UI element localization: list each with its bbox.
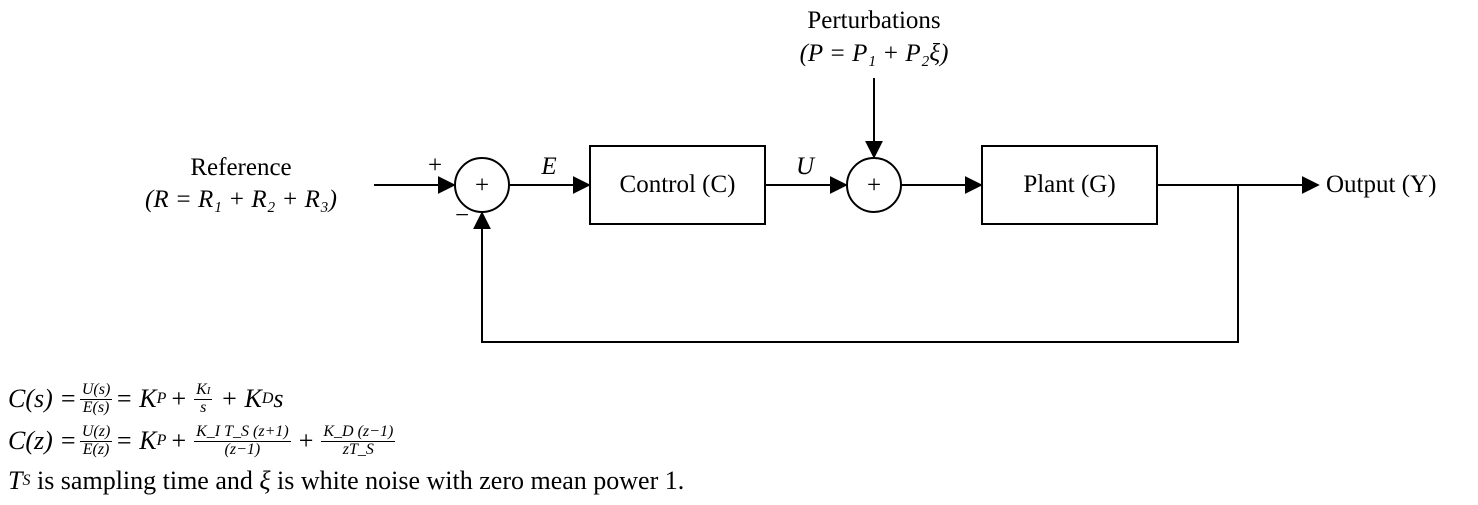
note-xi: ξ (259, 466, 271, 495)
minus-sign: − (454, 202, 470, 229)
cs-fraction-num: U(s) (79, 381, 113, 400)
note-ts: T (8, 466, 23, 495)
cz-kd-den: zT_S (342, 440, 374, 458)
cz-eq: = K (115, 426, 157, 456)
cz-fraction: U(z) E(z) (79, 423, 113, 459)
cs-plus1: + (171, 384, 187, 414)
feedback-path (473, 185, 1239, 343)
cs-fraction-den: E(s) (82, 398, 110, 416)
error-label: E (541, 153, 557, 180)
reference-expression: (R = R₁ + R₂ + R₃) (145, 186, 337, 213)
note-text: is sampling time and (30, 466, 260, 495)
note-ts-sub: S (22, 472, 31, 489)
control-block: Control (C) (589, 145, 766, 225)
cs-ki-den: s (200, 398, 207, 416)
cz-lhs: C(z) = (8, 426, 77, 456)
perturbation-expression: (P = P₁ + P₂ξ) (799, 40, 949, 67)
cz-kd-fraction: K_D (z−1) zT_S (321, 423, 396, 459)
cz-ki-den: (z−1) (224, 440, 261, 458)
cz-plus2: + (298, 426, 314, 456)
plus-sign: + (427, 152, 443, 179)
perturbation-title: Perturbations (807, 7, 941, 34)
cz-kp-sub: P (156, 432, 167, 450)
sum-junction-2-symbol: + (866, 172, 882, 199)
cs-s: s (273, 384, 284, 414)
plant-block-label: Plant (G) (1023, 171, 1116, 198)
cz-ki-fraction: K_I T_S (z+1) (z−1) (194, 423, 291, 459)
cs-fraction: U(s) E(s) (79, 381, 113, 417)
cz-fraction-num: U(z) (79, 423, 113, 442)
cz-fraction-den: E(z) (82, 440, 110, 458)
cz-ki-num: K_I T_S (z+1) (194, 423, 291, 442)
note-text-2: is white noise with zero mean power 1. (270, 466, 685, 495)
cs-plus2: + K (220, 384, 262, 414)
cs-ki-num-sub: I (206, 385, 211, 397)
sum-junction-1-symbol: + (474, 172, 490, 199)
output-label: Output (Y) (1326, 171, 1437, 198)
control-signal-label: U (795, 153, 815, 180)
cs-lhs: C(s) = (8, 384, 77, 414)
cs-kp-sub: P (156, 390, 167, 408)
cs-ki-fraction: KI s (194, 381, 213, 417)
cs-eq: = K (115, 384, 157, 414)
cs-ki-num: K (196, 381, 207, 398)
plant-block: Plant (G) (981, 145, 1158, 225)
cz-kd-num: K_D (z−1) (321, 423, 396, 442)
control-block-label: Control (C) (619, 171, 736, 198)
reference-title: Reference (190, 154, 292, 181)
cz-plus1: + (171, 426, 187, 456)
cs-kd-sub: D (261, 390, 274, 408)
